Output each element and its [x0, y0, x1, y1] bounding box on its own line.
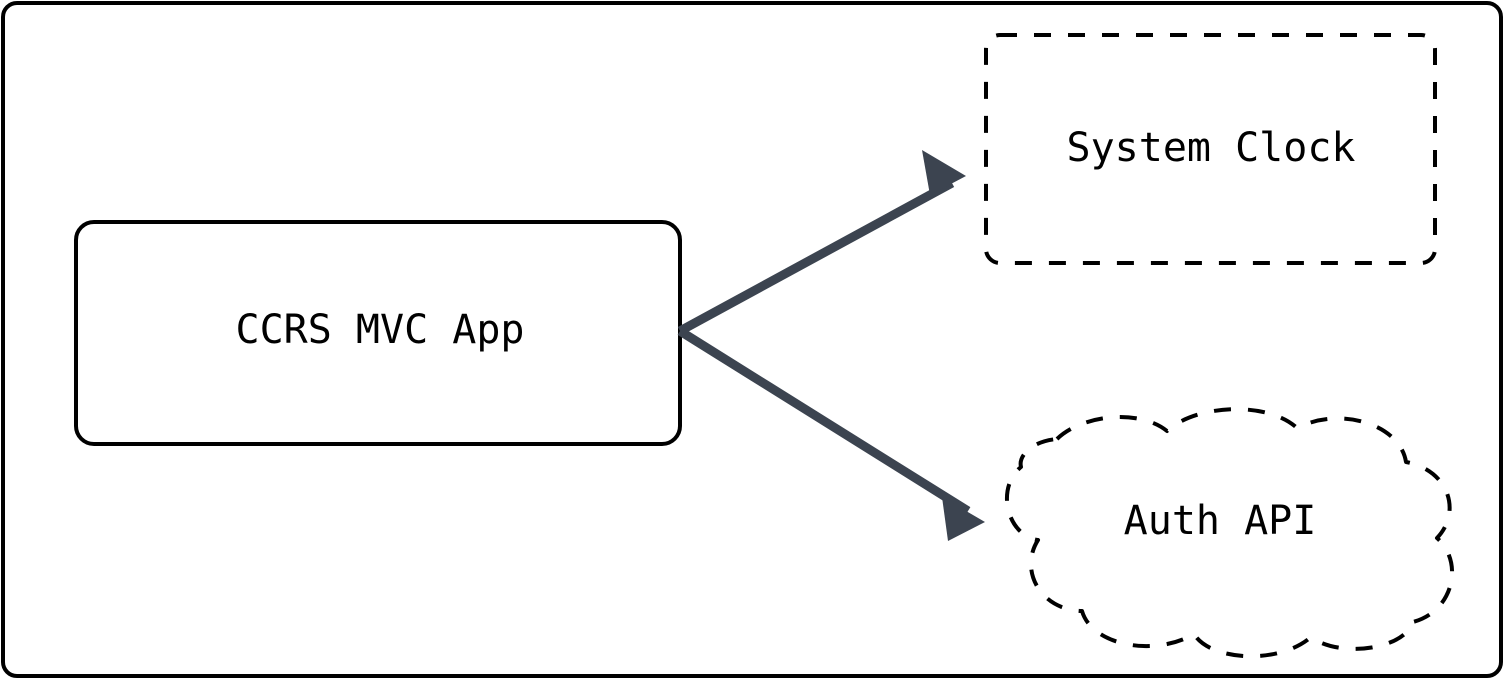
node-auth-api-label: Auth API: [1124, 498, 1317, 544]
node-system-clock-label: System Clock: [1067, 125, 1356, 171]
edge-app-to-system-clock[interactable]: [677, 150, 966, 335]
node-system-clock[interactable]: System Clock: [984, 33, 1437, 265]
edge-app-to-auth-api-arrowhead: [942, 497, 985, 541]
node-ccrs-mvc-app-label: CCRS MVC App: [236, 307, 525, 353]
edge-app-to-auth-api-line: [677, 327, 971, 515]
node-auth-api-shape: [1004, 407, 1454, 659]
edge-app-to-system-clock-arrowhead: [922, 150, 966, 195]
edge-app-to-auth-api[interactable]: [677, 327, 985, 541]
node-auth-api[interactable]: Auth API: [1004, 407, 1454, 659]
node-system-clock-shape: [984, 33, 1437, 265]
edge-app-to-system-clock-line: [677, 179, 955, 335]
node-ccrs-mvc-app[interactable]: CCRS MVC App: [74, 220, 682, 446]
